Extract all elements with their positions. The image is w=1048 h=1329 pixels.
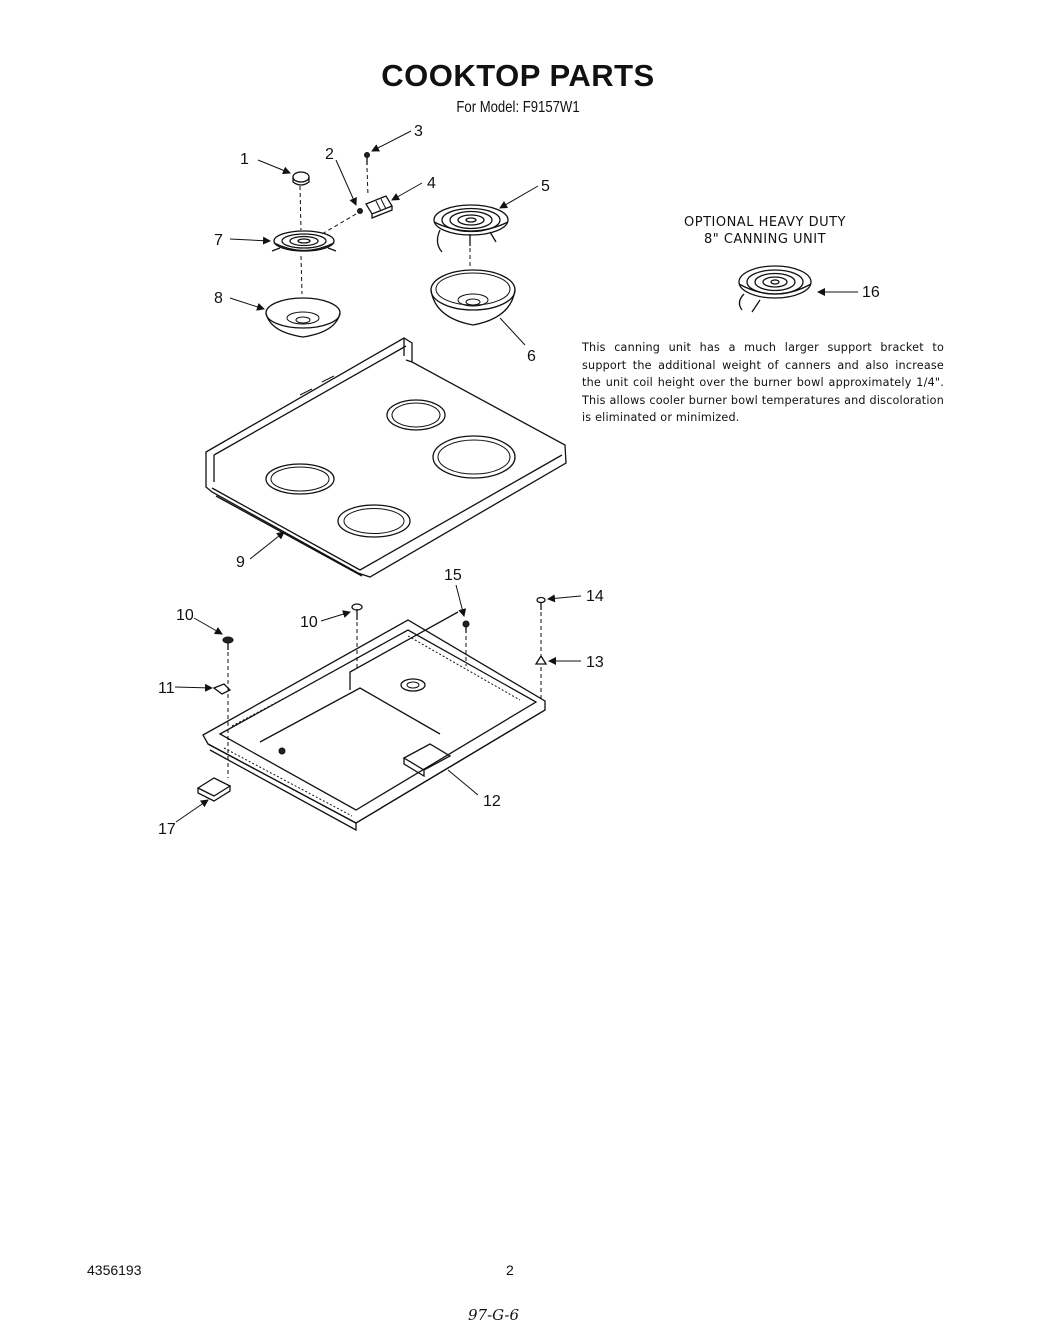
- part-6-large-drip-bowl: [430, 269, 516, 326]
- document-number: 4356193: [87, 1262, 142, 1278]
- part-13-nut: [534, 654, 548, 665]
- part-9-cooktop-main-top: [205, 337, 567, 578]
- optional-unit-title-line1: OPTIONAL HEAVY DUTY: [684, 215, 846, 230]
- callout-7: 7: [214, 232, 223, 249]
- part-17-bracket: [196, 777, 232, 802]
- part-1-guide: [299, 185, 302, 231]
- callout-10-left: 10: [176, 607, 194, 624]
- callout-4: 4: [427, 175, 436, 192]
- callout-9: 9: [236, 554, 245, 571]
- part-10-screw-center: [351, 603, 363, 620]
- optional-unit-title-line2: 8" CANNING UNIT: [703, 232, 827, 247]
- model-subtitle: For Model: F9157W1: [456, 99, 580, 116]
- callout-17: 17: [158, 821, 176, 838]
- callout-11: 11: [158, 680, 175, 697]
- callout-16: 16: [862, 284, 880, 301]
- part-1-knob: [292, 171, 310, 186]
- part-3-guide: [366, 167, 369, 197]
- callout-3: 3: [414, 123, 423, 140]
- part-5-large-surface-unit: [433, 204, 509, 253]
- callout-2: 2: [325, 146, 334, 163]
- canning-unit-note: This canning unit has a much larger supp…: [582, 341, 944, 425]
- callout-12: 12: [483, 793, 501, 810]
- part-10-screw-left: [222, 636, 234, 650]
- part-12-burner-box: [202, 611, 546, 832]
- page-number: 2: [506, 1262, 514, 1278]
- page-title: COOKTOP PARTS: [381, 58, 655, 93]
- part-11-spring-clip: [212, 683, 232, 695]
- part-2-guide: [321, 213, 357, 235]
- part-15-screw: [462, 620, 470, 633]
- callout-15: 15: [444, 567, 462, 584]
- optional-unit-title: OPTIONAL HEAVY DUTY 8" CANNING UNIT: [640, 214, 890, 248]
- part-4-terminal-block: [365, 195, 393, 219]
- part-3-screw: [364, 152, 370, 165]
- part-7-small-surface-unit: [271, 230, 337, 252]
- handwritten-code: 97-G-6: [468, 1306, 520, 1324]
- callout-5: 5: [541, 178, 550, 195]
- part-16-canning-unit: [738, 265, 812, 313]
- callout-8: 8: [214, 290, 223, 307]
- callout-6: 6: [527, 348, 536, 365]
- callout-13: 13: [586, 654, 604, 671]
- callout-14: 14: [586, 588, 604, 605]
- part-14-screw: [536, 596, 546, 610]
- callout-10-center: 10: [300, 614, 318, 631]
- part-7-guide: [300, 255, 303, 295]
- part-8-small-drip-bowl: [265, 297, 341, 338]
- callout-leaders: [174, 130, 858, 823]
- callout-1: 1: [240, 151, 249, 168]
- part-2-wire-clip: [357, 208, 363, 214]
